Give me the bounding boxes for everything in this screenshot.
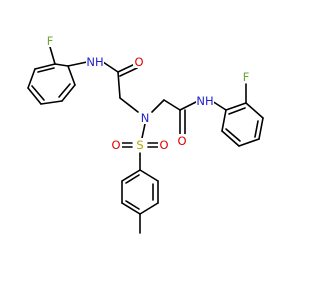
- atom-n-center: N: [139, 111, 151, 125]
- left-fluorophenyl-ring: [27, 63, 76, 105]
- right-carbonyl-nh-bond: [179, 100, 199, 111]
- atom-f-left-label: F: [47, 34, 54, 48]
- n-s-bond: [141, 123, 146, 139]
- atom-o-right: O: [176, 134, 188, 148]
- right-nh-ring-bond: [211, 100, 227, 111]
- atom-o-left-label: O: [134, 55, 143, 69]
- left-carbonyl-ch2-bond: [117, 71, 121, 99]
- atom-s-sulfonyl: S: [134, 138, 146, 152]
- right-fluorophenyl-ring: [221, 102, 264, 147]
- right-ch2-carbonyl-bond: [163, 99, 181, 111]
- atom-nh-left: NH: [86, 55, 104, 69]
- atom-o-sulfonyl-right: O: [158, 138, 170, 152]
- atom-n-center-label: N: [141, 111, 150, 125]
- atom-f-left: F: [44, 34, 56, 48]
- atom-o-sulfonyl-right-label: O: [159, 138, 168, 152]
- atom-nh-right-label: NH: [196, 94, 213, 108]
- atom-nh-left-label: NH: [86, 55, 103, 69]
- atom-o-right-label: O: [177, 134, 186, 148]
- atom-o-left: O: [133, 55, 145, 69]
- atom-f-right: F: [240, 70, 252, 84]
- n-right-ch2-bond: [151, 99, 165, 113]
- structure-diagram: F NH O N NH O F S O O: [27, 34, 264, 234]
- atom-f-right-label: F: [243, 70, 250, 84]
- left-nh-carbonyl-bond: [102, 61, 119, 73]
- left-cf-bond: [49, 46, 56, 65]
- atom-o-sulfonyl-left: O: [110, 138, 122, 152]
- left-carbonyl-double-bond-a: [117, 63, 136, 73]
- left-ch2-n-bond: [119, 97, 139, 113]
- atom-s-sulfonyl-label: S: [136, 138, 143, 152]
- left-carbonyl-double-bond-b: [119, 67, 138, 77]
- tolyl-ring: [121, 169, 159, 215]
- atom-o-sulfonyl-left-label: O: [111, 138, 120, 152]
- atom-nh-right: NH: [196, 94, 214, 108]
- left-ring-nh-bond: [67, 61, 88, 67]
